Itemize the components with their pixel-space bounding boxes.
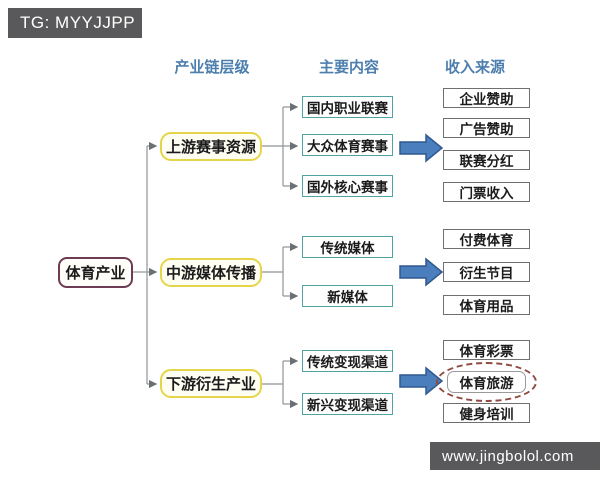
root-box-sports-industry: 体育产业 xyxy=(58,257,133,288)
content-box-new-monetization: 新兴变现渠道 xyxy=(302,393,393,415)
content-box-traditional-monetization: 传统变现渠道 xyxy=(302,350,393,372)
column-header-income-source: 收入来源 xyxy=(444,59,505,76)
flow-arrow-downstream-icon xyxy=(399,366,444,396)
highlight-ellipse-icon xyxy=(436,362,537,402)
income-box-sports-goods: 体育用品 xyxy=(443,295,530,315)
content-box-mass-sports-events: 大众体育赛事 xyxy=(302,134,393,156)
content-box-foreign-core-events: 国外核心赛事 xyxy=(302,175,393,197)
content-box-domestic-pro-league: 国内职业联赛 xyxy=(302,96,393,118)
income-box-ticket-revenue: 门票收入 xyxy=(443,182,530,202)
income-box-sports-lottery: 体育彩票 xyxy=(443,340,530,360)
income-box-derivative-shows: 衍生节目 xyxy=(443,262,530,282)
income-box-ad-sponsorship: 广告赞助 xyxy=(443,118,530,138)
tg-watermark-bar: TG: MYYJJPP xyxy=(8,8,142,38)
flow-arrow-upstream-icon xyxy=(399,133,444,163)
tier-box-upstream: 上游赛事资源 xyxy=(160,132,262,161)
tier-box-downstream: 下游衍生产业 xyxy=(160,369,262,398)
flow-arrow-midstream-icon xyxy=(399,257,444,287)
content-box-traditional-media: 传统媒体 xyxy=(302,236,393,258)
tier-box-midstream: 中游媒体传播 xyxy=(160,258,262,287)
income-box-corporate-sponsorship: 企业赞助 xyxy=(443,88,530,108)
site-watermark-bar: www.jingbolol.com xyxy=(430,442,600,470)
income-box-fitness-training: 健身培训 xyxy=(443,403,530,423)
column-header-main-content: 主要内容 xyxy=(318,59,379,76)
income-box-league-dividend: 联赛分红 xyxy=(443,150,530,170)
income-box-paid-sports: 付费体育 xyxy=(443,229,530,249)
column-header-chain-level: 产业链层级 xyxy=(174,59,250,76)
content-box-new-media: 新媒体 xyxy=(302,285,393,307)
